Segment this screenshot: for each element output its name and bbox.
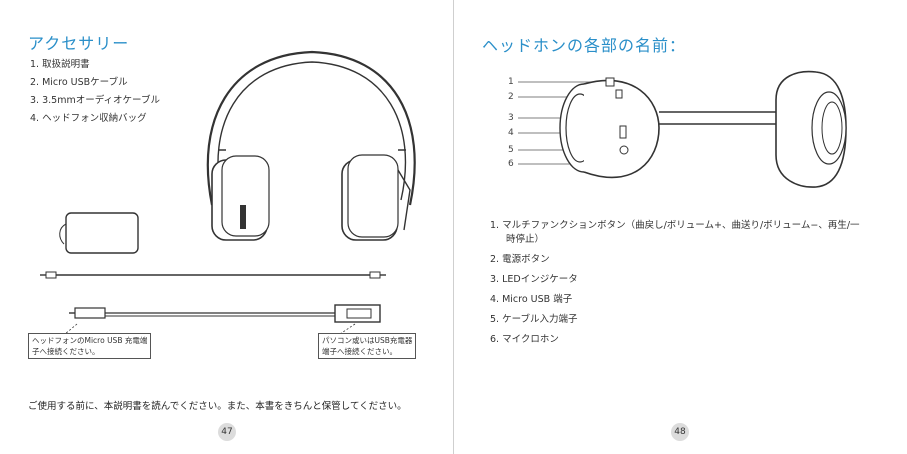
usb-cable-illustration — [64, 304, 381, 335]
part-item: 6. マイクロホン — [490, 334, 559, 345]
part-item: 3. LEDインジケータ — [490, 274, 578, 285]
diagram-number: 1 — [508, 77, 514, 87]
diagram-number: 4 — [508, 128, 514, 138]
parts-list: 1. マルチファンクションボタン（曲戻し/ボリューム+、曲送り/ボリューム−、再… — [490, 217, 860, 351]
accessories-title: アクセサリー — [28, 34, 130, 53]
accessory-item: 1. 取扱説明書 — [30, 59, 90, 70]
diagram-number: 3 — [508, 113, 514, 123]
usb-charger-callout: パソコン或いはUSB充電器 端子へ接続ください。 — [318, 333, 417, 359]
accessories-list: 1. 取扱説明書 2. Micro USBケーブル 3. 3.5mmオーディオケ… — [30, 56, 160, 128]
part-item: 5. ケーブル入力端子 — [490, 314, 578, 325]
audio-cable-illustration — [40, 271, 386, 279]
diagram-number: 5 — [508, 145, 514, 155]
accessory-item: 2. Micro USBケーブル — [30, 77, 128, 88]
micro-usb-connector-callout: ヘッドフォンのMicro USB 充電端 子へ接続ください。 — [28, 333, 152, 359]
page-number: 47 — [218, 423, 236, 441]
diagram-number: 2 — [508, 92, 514, 102]
part-item: 4. Micro USB 端子 — [490, 294, 573, 305]
accessory-item: 4. ヘッドフォン収納バッグ — [30, 113, 147, 124]
part-item: 1. マルチファンクションボタン（曲戻し/ボリューム+、曲送り/ボリューム−、再… — [490, 220, 860, 245]
part-names-title: ヘッドホンの各部の名前： — [482, 36, 687, 55]
left-page: アクセサリー 1. 取扱説明書 2. Micro USBケーブル 3. 3.5m… — [28, 0, 454, 454]
right-page: ヘッドホンの各部の名前： 1 2 3 4 5 6 1. マルチファンクションボタ… — [454, 0, 907, 454]
headphones-illustration — [206, 50, 416, 241]
accessory-item: 3. 3.5mmオーディオケーブル — [30, 95, 160, 106]
storage-bag-illustration — [59, 212, 139, 254]
diagram-number: 6 — [508, 159, 514, 169]
part-item: 2. 電源ボタン — [490, 254, 550, 265]
headphones-parts-diagram — [518, 70, 847, 188]
usage-note: ご使用する前に、本説明書を読んでください。また、本書をきちんと保管してください。 — [28, 401, 407, 412]
page-number: 48 — [671, 423, 689, 441]
